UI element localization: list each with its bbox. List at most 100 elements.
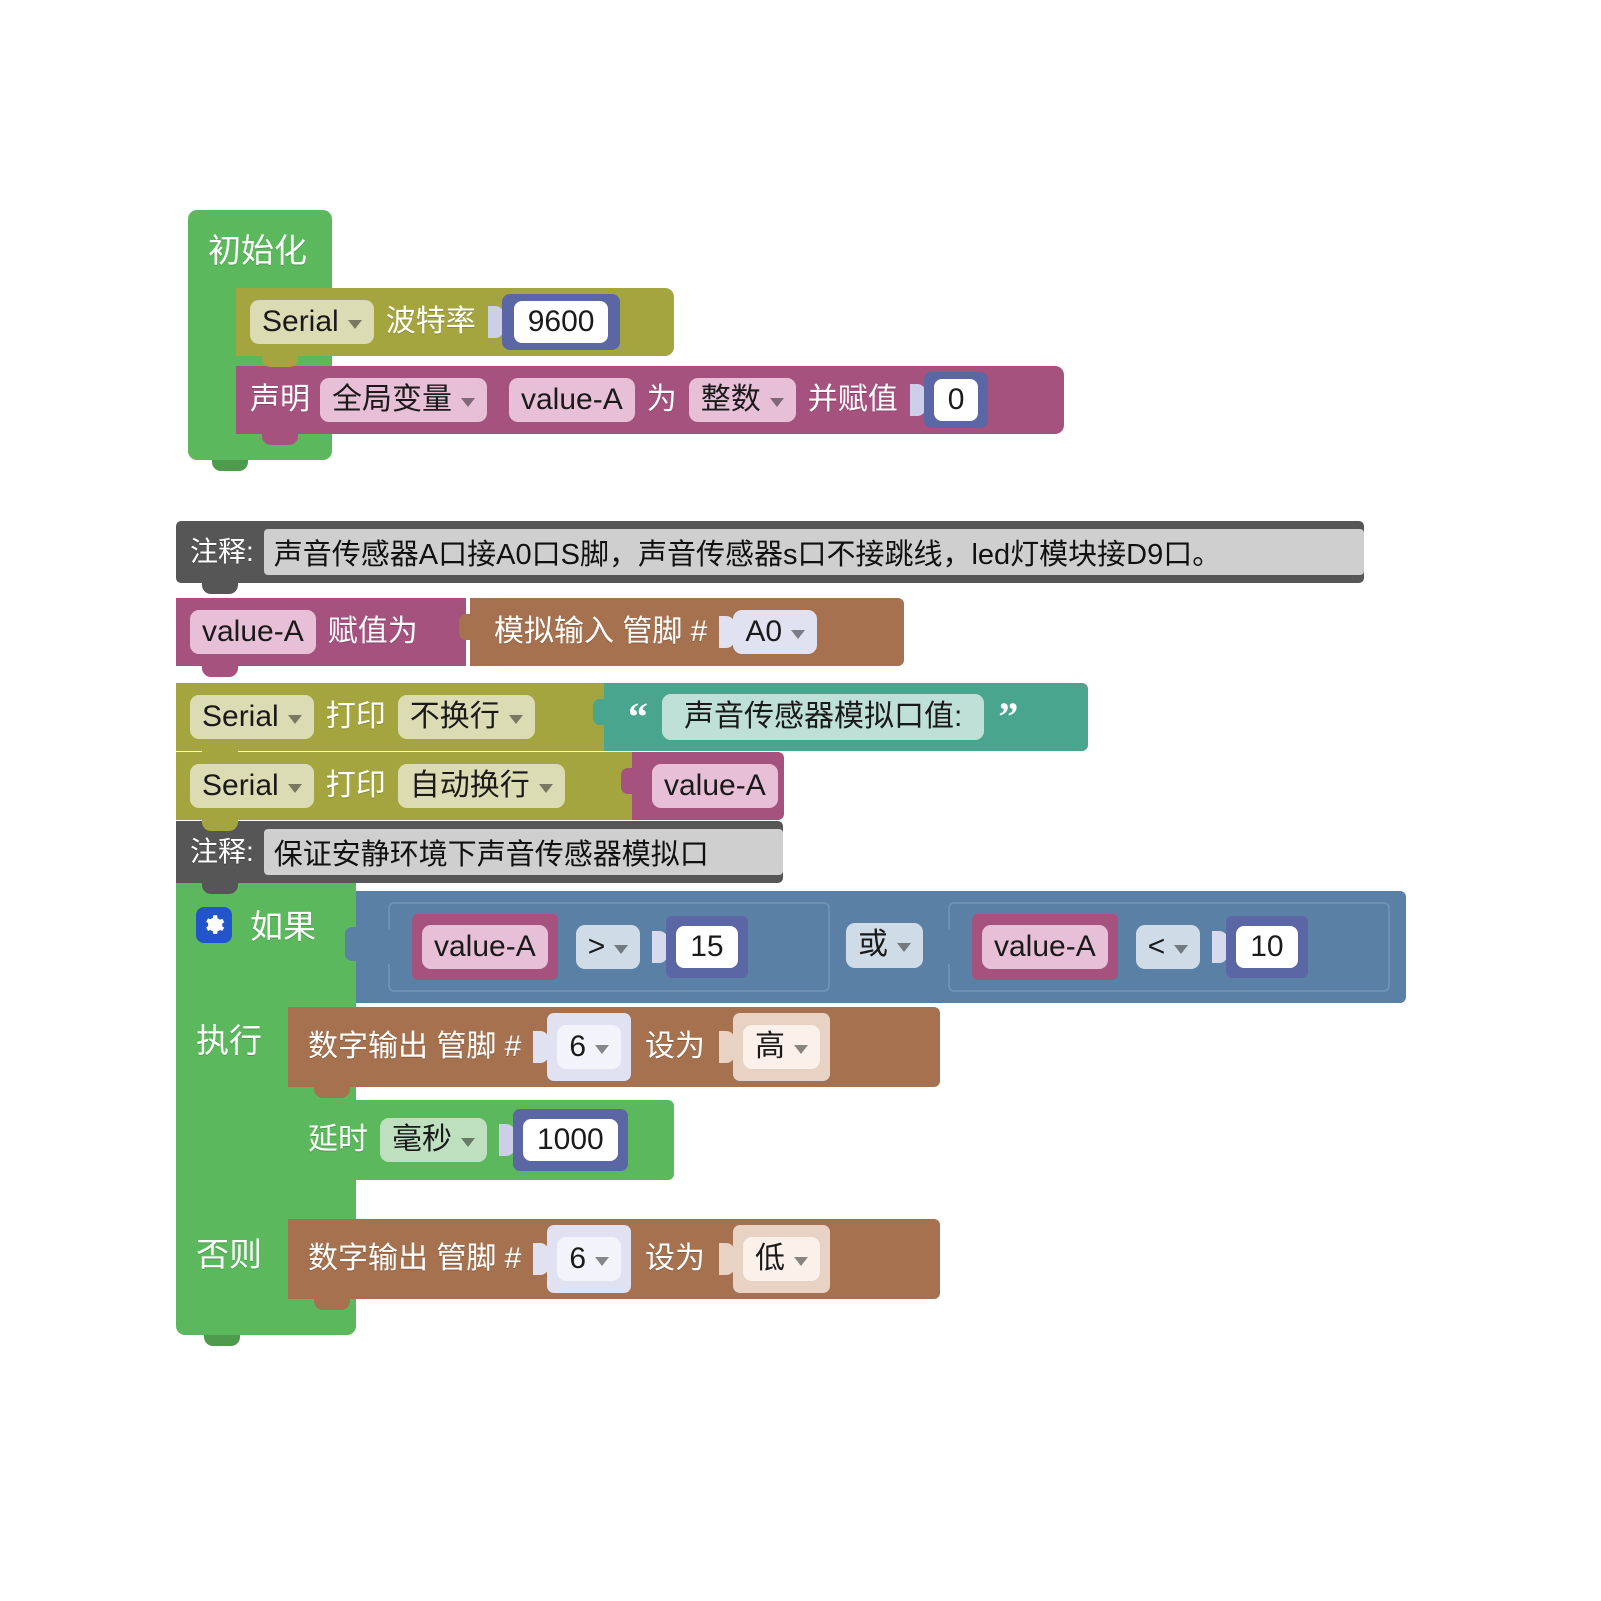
notch-decoration [202,751,238,762]
variable-get-dropdown[interactable]: value-A [652,763,778,809]
if-label: 如果 [250,908,316,945]
compare-right-number-block[interactable]: 10 [1226,916,1308,978]
serial-begin-block[interactable]: Serial 波特率 9600 [236,288,674,356]
logic-operation-block[interactable]: value-A > 15 或 value-A [345,891,1406,1003]
value-plug [937,930,950,964]
delay-unit-value: 毫秒 [392,1122,452,1156]
assign-label: 并赋值 [807,383,898,416]
chevron-down-icon [614,944,629,954]
variable-set-block[interactable]: value-A 赋值为 [176,598,466,666]
delay-value[interactable]: 1000 [523,1119,618,1161]
text-string-block[interactable]: “ 声音传感器模拟口值: ” [593,683,1088,751]
comment-block-1[interactable]: 注释: 声音传感器A口接A0口S脚，声音传感器s口不接跳线，led灯模块接D9口… [176,521,1364,583]
chevron-down-icon [347,319,362,329]
else-label: 否则 [196,1236,262,1273]
digital-state-dropdown[interactable]: 低 [743,1236,821,1282]
set-variable-dropdown[interactable]: value-A [190,609,316,655]
setup-label: 初始化 [208,232,307,269]
variable-name-field[interactable]: value-A [509,377,635,423]
value-socket [719,616,736,648]
notch-decoration [202,666,238,677]
logic-compare-block-right[interactable]: value-A < 10 [937,902,1390,992]
digital-pin-dropdown[interactable]: 6 [547,1225,632,1293]
assign-value[interactable]: 0 [933,379,979,421]
value-socket [1212,931,1229,963]
notch-decoration [202,583,238,594]
chevron-down-icon [461,397,475,407]
value-socket [909,384,926,416]
value-socket [487,306,504,338]
digital-pin-dropdown[interactable]: 6 [547,1013,632,1081]
set-label: 赋值为 [327,615,418,648]
assign-number-block[interactable]: 0 [923,372,989,428]
variable-get-block[interactable]: value-A [412,914,558,980]
chevron-down-icon [769,397,784,407]
logic-operator-value: 或 [858,928,888,961]
compare-operator-value: > [587,929,606,963]
analog-pin-dropdown[interactable]: A0 [733,609,818,655]
delay-unit-dropdown[interactable]: 毫秒 [380,1117,487,1163]
serial-port-dropdown[interactable]: Serial [250,299,374,345]
serial-port-value: Serial [202,699,279,733]
digital-state-dropdown[interactable]: 高 [743,1024,821,1070]
logic-compare-block-left[interactable]: value-A > 15 [377,902,830,992]
compare-left-variable[interactable]: value-A [982,924,1108,970]
chevron-down-icon [794,1256,809,1266]
comment-text: 声音传感器A口接A0口S脚，声音传感器s口不接跳线，led灯模块接D9口。 [273,539,1222,571]
text-value: 声音传感器模拟口值: [684,699,963,733]
digital-pin-field[interactable]: 6 [557,1236,622,1282]
delay-label: 延时 [308,1123,368,1156]
value-socket [719,1243,736,1275]
newline-mode-dropdown[interactable]: 自动换行 [397,763,565,809]
compare-right-number-value[interactable]: 10 [1236,926,1298,968]
baud-value[interactable]: 9600 [513,301,609,343]
compare-right-number-block[interactable]: 15 [666,916,748,978]
variable-declare-block[interactable]: 声明 全局变量 value-A 为 整数 并赋值 0 [236,366,1064,434]
scope-dropdown[interactable]: 全局变量 [320,377,487,423]
compare-operator-dropdown[interactable]: < [1135,924,1201,970]
digital-state-block[interactable]: 高 [733,1013,831,1081]
variable-get-name: value-A [664,768,766,802]
baud-label: 波特率 [385,305,476,338]
comment-text-field[interactable]: 保证安静环境下声音传感器模拟口 [263,829,783,875]
delay-number-block[interactable]: 1000 [513,1109,628,1171]
value-socket [533,1031,550,1063]
chevron-down-icon [287,783,302,793]
newline-mode-dropdown[interactable]: 不换行 [397,694,535,740]
digital-pin-field[interactable]: 6 [557,1024,622,1070]
digital-write-block-do[interactable]: 数字输出 管脚 # 6 设为 高 [288,1007,940,1087]
compare-operator-dropdown[interactable]: > [575,924,641,970]
delay-block[interactable]: 延时 毫秒 1000 [288,1100,674,1180]
serial-port-dropdown[interactable]: Serial [190,763,314,809]
chevron-down-icon [1174,944,1189,954]
notch-decoration [314,1180,350,1191]
compare-left-variable[interactable]: value-A [422,924,548,970]
as-label: 为 [646,383,677,416]
digital-state-block[interactable]: 低 [733,1225,831,1293]
comment-text-field[interactable]: 声音传感器A口接A0口S脚，声音传感器s口不接跳线，led灯模块接D9口。 [263,529,1364,575]
serial-print-block-2[interactable]: Serial 打印 自动换行 [176,752,634,820]
text-value-field[interactable]: 声音传感器模拟口值: [662,693,985,741]
notch-decoration [314,1087,350,1098]
serial-port-dropdown[interactable]: Serial [190,694,314,740]
serial-port-value: Serial [202,768,279,802]
gear-icon[interactable] [196,907,232,943]
serial-print-block-1[interactable]: Serial 打印 不换行 [176,683,606,751]
open-quote-icon: “ [628,694,648,739]
analog-read-block[interactable]: 模拟输入 管脚 # A0 [459,598,904,666]
compare-right-number-value[interactable]: 15 [676,926,738,968]
digital-write-block-else[interactable]: 数字输出 管脚 # 6 设为 低 [288,1219,940,1299]
variable-type-dropdown[interactable]: 整数 [688,377,796,423]
logic-operator-dropdown[interactable]: 或 [846,923,923,968]
variable-get-block[interactable]: value-A [972,914,1118,980]
baud-number-block[interactable]: 9600 [501,294,621,350]
analog-pin-value: A0 [745,614,783,648]
notch-decoration [202,820,238,831]
digital-pin-value: 6 [569,1029,587,1063]
variable-get-block[interactable]: value-A [621,752,784,820]
comment-block-2[interactable]: 注释: 保证安静环境下声音传感器模拟口 [176,821,783,883]
variable-type-value: 整数 [700,382,761,416]
digital-state-value: 低 [755,1241,786,1275]
value-socket [719,1031,736,1063]
